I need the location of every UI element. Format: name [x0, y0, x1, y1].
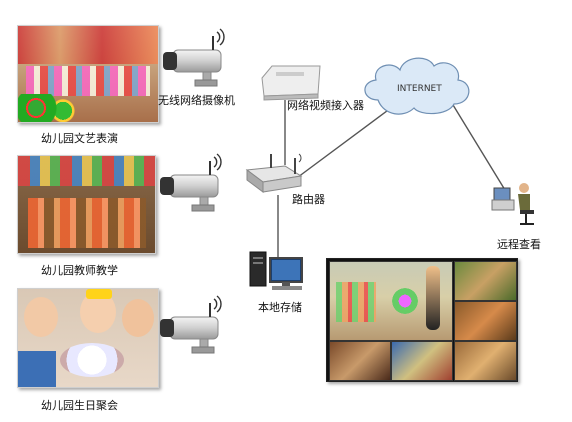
- person-computer-icon: [491, 183, 534, 225]
- video-wall-feed: [454, 341, 517, 381]
- video-wall-feed: [454, 261, 517, 301]
- label-remote-view: 远程查看: [497, 238, 541, 251]
- scene-caption-teaching: 幼儿园教师教学: [41, 264, 118, 277]
- video-wall-feed: [391, 341, 453, 381]
- camera-icon: [160, 153, 222, 212]
- video-wall-main-feed: [329, 261, 453, 341]
- scene-photo-performance: [17, 25, 159, 123]
- label-wireless-camera: 无线网络摄像机: [158, 94, 235, 107]
- camera-icon: [163, 28, 225, 87]
- scene-caption-performance: 幼儿园文艺表演: [41, 132, 118, 145]
- encoder-icon: [261, 65, 321, 101]
- scene-photo-teaching: [17, 155, 156, 254]
- camera-icon: [160, 295, 222, 354]
- video-wall-feed: [454, 301, 517, 341]
- label-internet: INTERNET: [397, 84, 442, 94]
- video-wall-feed: [329, 341, 391, 381]
- scene-caption-birthday: 幼儿园生日聚会: [41, 399, 118, 412]
- label-local-storage: 本地存储: [258, 301, 302, 314]
- router-icon: [245, 153, 303, 193]
- line-internet-remote: [449, 99, 506, 191]
- label-video-encoder: 网络视频接入器: [287, 99, 364, 112]
- label-router: 路由器: [292, 193, 325, 206]
- line-router-internet: [289, 104, 396, 184]
- scene-photo-birthday: [17, 288, 159, 388]
- cloud-icon: [364, 57, 470, 115]
- video-wall: [326, 258, 518, 382]
- computer-icon: [249, 251, 303, 290]
